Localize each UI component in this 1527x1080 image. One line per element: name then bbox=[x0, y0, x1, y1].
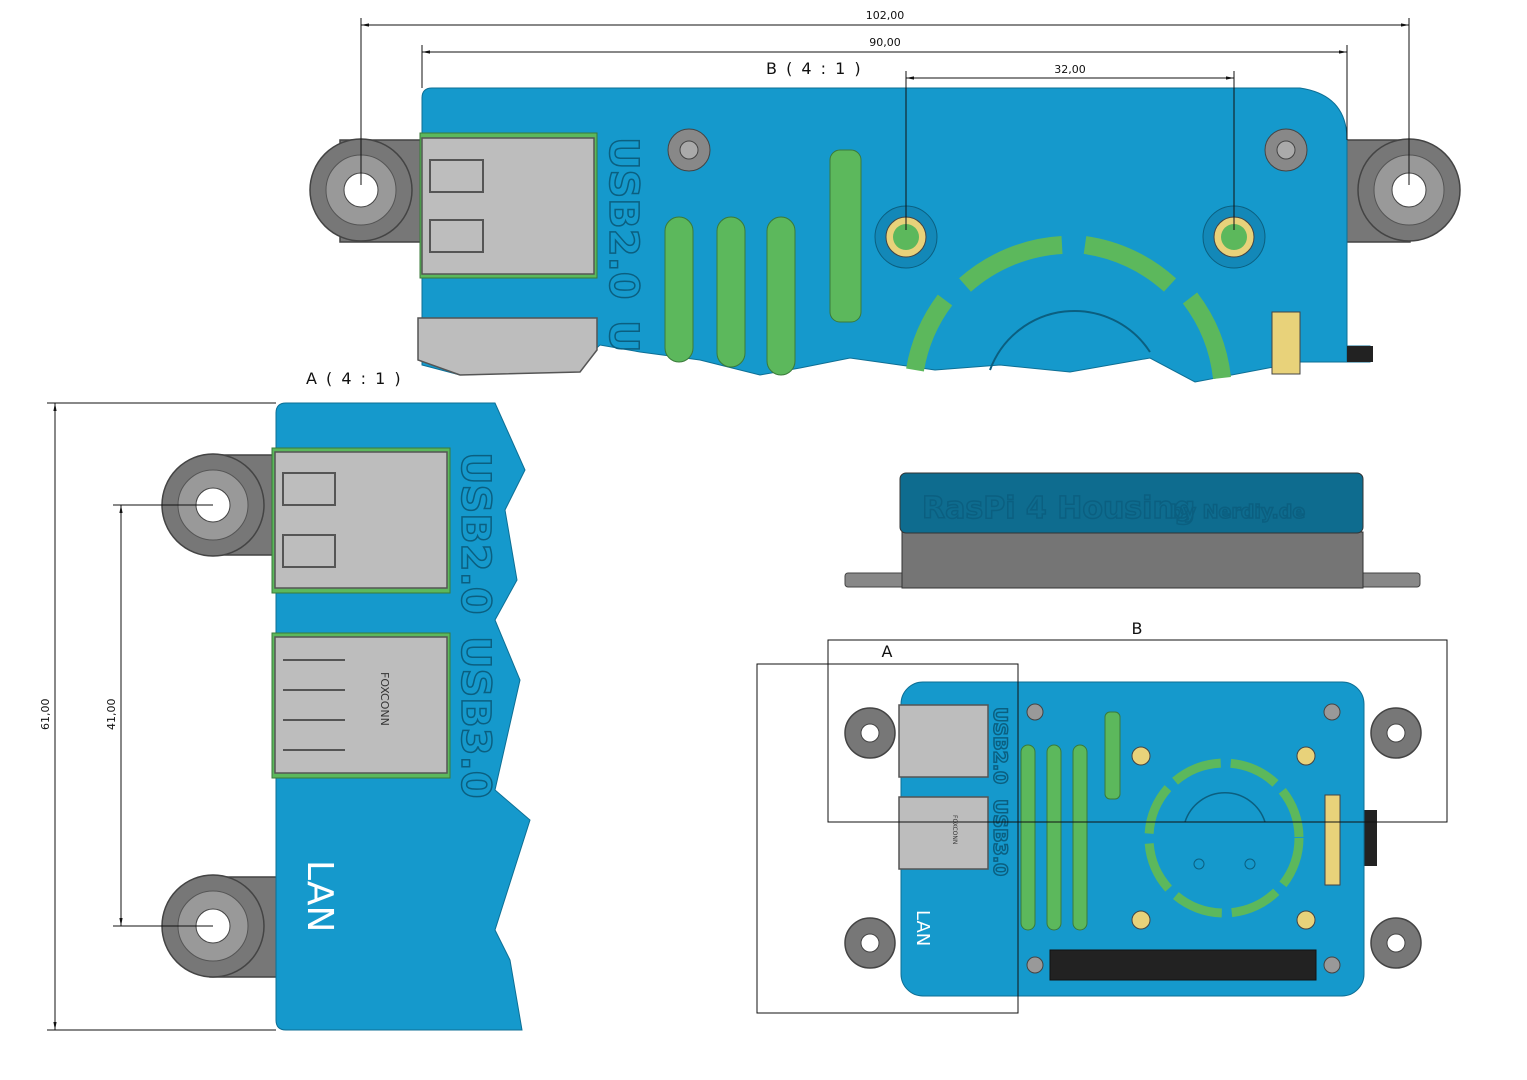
svg-text:41,00: 41,00 bbox=[105, 699, 118, 731]
svg-text:61,00: 61,00 bbox=[39, 699, 52, 731]
box-label-b: B bbox=[1132, 619, 1143, 638]
housing-title: RasPi 4 Housing bbox=[922, 491, 1195, 526]
dimension-mount-spacing: 32,00 bbox=[905, 63, 1235, 230]
usb2-label-top: USB2.0 bbox=[600, 137, 646, 300]
usb2-port-top bbox=[419, 132, 598, 279]
overview: FOXCONN USB2.0 USB3.0 LAN B A bbox=[756, 619, 1448, 1014]
fan-grille bbox=[906, 236, 1231, 380]
usb2-label-detail: USB2.0 bbox=[452, 452, 498, 615]
dimension-ear-spacing: 41,00 bbox=[105, 504, 213, 927]
side-view: RasPi 4 Housing by Nerdiy.de bbox=[844, 472, 1421, 589]
view-label-a: A ( 4 : 1 ) bbox=[306, 369, 403, 388]
svg-text:32,00: 32,00 bbox=[1054, 63, 1086, 76]
vent-slots bbox=[664, 149, 862, 376]
usb3-label-top-partial: U bbox=[600, 320, 646, 352]
screw-icon bbox=[667, 128, 711, 172]
dimension-board-width: 90,00 bbox=[421, 36, 1348, 140]
svg-text:102,00: 102,00 bbox=[866, 9, 905, 22]
usb3-port-detail: FOXCONN bbox=[271, 632, 451, 779]
usb2-port-detail bbox=[271, 447, 451, 594]
lan-label-overview: LAN bbox=[912, 910, 933, 946]
detail-view-a: A ( 4 : 1 ) FOXCONN USB2.0 USB3.0 LAN 61… bbox=[39, 369, 531, 1031]
gpio-header bbox=[1049, 949, 1317, 981]
dimension-overall-width: 102,00 bbox=[360, 9, 1410, 185]
detail-box-a bbox=[756, 663, 1019, 1014]
screw-icon bbox=[1264, 128, 1308, 172]
brand-label-overview: FOXCONN bbox=[951, 815, 958, 844]
view-label-b: B ( 4 : 1 ) bbox=[766, 59, 863, 78]
lan-label-detail: LAN bbox=[299, 860, 340, 932]
usb3-port-partial bbox=[417, 317, 598, 376]
box-label-a: A bbox=[882, 642, 893, 661]
ribbon-connector bbox=[1271, 311, 1301, 375]
mounting-ear-left bbox=[309, 138, 431, 243]
usb3-label-overview: USB3.0 bbox=[989, 799, 1011, 876]
top-view-b: USB2.0 U 102,00 90,00 bbox=[309, 9, 1461, 383]
standoff-icon bbox=[1202, 205, 1266, 269]
brand-label: FOXCONN bbox=[378, 672, 391, 726]
svg-text:90,00: 90,00 bbox=[869, 36, 901, 49]
dimension-overall-height: 61,00 bbox=[39, 402, 276, 1031]
standoff-icon bbox=[874, 205, 938, 269]
housing-subtitle: by Nerdiy.de bbox=[1170, 501, 1305, 523]
usb3-label-detail: USB3.0 bbox=[452, 636, 498, 799]
mounting-ear-right bbox=[1339, 138, 1461, 243]
usb2-label-overview: USB2.0 bbox=[989, 707, 1011, 784]
detail-box-b bbox=[827, 639, 1448, 823]
